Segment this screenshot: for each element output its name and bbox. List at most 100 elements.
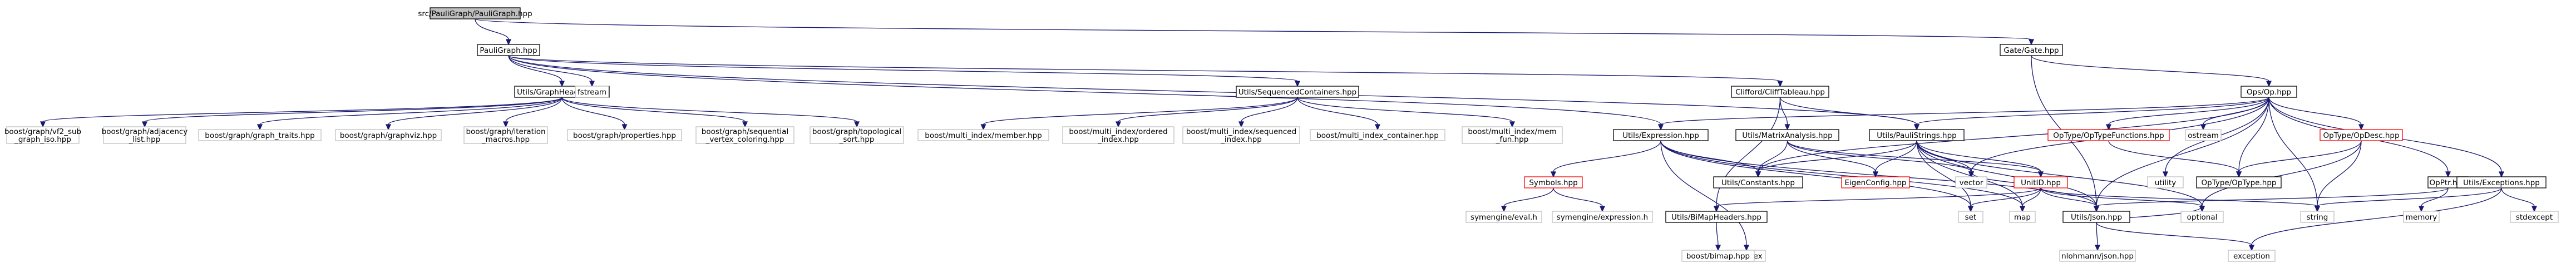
node-label: _graph_iso.hpp <box>14 135 71 144</box>
node-miseq[interactable]: boost/multi_index/sequenced_index.hpp <box>1182 126 1300 144</box>
node-matrix[interactable]: Utils/MatrixAnalysis.hpp <box>1735 129 1839 141</box>
node-symeval[interactable]: symengine/eval.h <box>1465 211 1542 223</box>
node-vector[interactable]: vector <box>1955 176 1987 188</box>
node-ostream[interactable]: ostream <box>2185 129 2222 141</box>
edge-unitid-to-map <box>2019 187 2041 212</box>
edge-graphheaders-to-vf2 <box>40 97 562 128</box>
edge-opop-to-json <box>2093 97 2269 212</box>
node-memory[interactable]: memory <box>2403 211 2440 223</box>
edge-opop-to-optypefn <box>2105 97 2269 131</box>
node-box <box>917 129 1049 141</box>
node-mimember[interactable]: boost/multi_index/member.hpp <box>917 129 1049 141</box>
node-constants[interactable]: Utils/Constants.hpp <box>1713 176 1803 188</box>
node-label: UnitID.hpp <box>2021 178 2061 187</box>
edge-json-to-nlohmann <box>2094 222 2101 251</box>
node-set[interactable]: set <box>1958 211 1983 223</box>
node-expression[interactable]: Utils/Expression.hpp <box>1613 129 1709 141</box>
node-vf2[interactable]: boost/graph/vf2_sub_graph_iso.hpp <box>4 126 81 144</box>
node-symbols[interactable]: Symbols.hpp <box>1524 176 1583 188</box>
edge-gate-to-opop <box>2031 55 2272 87</box>
node-seqvc[interactable]: boost/graph/sequential_vertex_coloring.h… <box>695 126 794 144</box>
node-box <box>1552 211 1653 223</box>
node-exceptions[interactable]: Utils/Exceptions.hpp <box>2456 176 2547 188</box>
node-pauli[interactable]: Utils/PauliStrings.hpp <box>1869 129 1965 141</box>
node-utility[interactable]: utility <box>2147 176 2184 188</box>
node-label: _index.hpp <box>1220 135 1262 144</box>
edge-unitid-to-set <box>1967 187 2041 212</box>
node-box <box>1062 126 1175 144</box>
node-adjlist[interactable]: boost/graph/adjacency_list.hpp <box>102 126 188 144</box>
node-label: nlohmann/json.hpp <box>2061 252 2134 261</box>
node-json[interactable]: Utils/Json.hpp <box>2062 211 2130 223</box>
node-box <box>2059 250 2136 262</box>
node-box <box>1613 129 1709 141</box>
node-fstream[interactable]: fstream <box>575 86 609 98</box>
node-label: Clifford/CliffTableau.hpp <box>1735 88 1825 97</box>
node-optional[interactable]: optional <box>2180 211 2224 223</box>
node-label: memory <box>2406 213 2437 222</box>
node-box <box>1713 176 1803 188</box>
node-label: Utils/Expression.hpp <box>1622 131 1699 140</box>
node-box <box>695 126 794 144</box>
node-string[interactable]: string <box>2300 211 2335 223</box>
edge-opop-to-pauli <box>1913 97 2269 131</box>
node-pauligraph[interactable]: PauliGraph.hpp <box>477 44 540 56</box>
edge-json-to-exception <box>2096 222 2255 251</box>
node-label: _list.hpp <box>129 135 161 144</box>
node-symexpr[interactable]: symengine/expression.h <box>1552 211 1653 223</box>
node-micont[interactable]: boost/multi_index_container.hpp <box>1310 129 1445 141</box>
node-optypefn[interactable]: OpType/OpTypeFunctions.hpp <box>2047 129 2170 141</box>
edge-symbols-to-symexpr <box>1553 187 1606 212</box>
node-label: _vertex_coloring.hpp <box>705 135 784 144</box>
node-box <box>2047 129 2170 141</box>
edge-root-to-gate <box>475 18 2035 46</box>
edge-opdesc-to-string <box>2314 140 2362 212</box>
edge-graphheaders-to-seqvc <box>561 97 748 128</box>
node-opdesc[interactable]: OpType/OpDesc.hpp <box>2320 129 2403 141</box>
node-label: _sort.hpp <box>839 135 875 144</box>
edge-pauligraph-to-fstream <box>508 55 595 87</box>
node-box <box>2320 129 2403 141</box>
node-root[interactable]: src/PauliGraph/PauliGraph.hpp <box>418 7 532 19</box>
node-nlohmann[interactable]: nlohmann/json.hpp <box>2059 250 2136 262</box>
node-unitid[interactable]: UnitID.hpp <box>2014 176 2068 188</box>
nodes-layer: src/PauliGraph/PauliGraph.hppPauliGraph.… <box>4 7 2559 262</box>
node-label: utility <box>2155 178 2176 187</box>
node-label: boost/graph/properties.hpp <box>573 131 676 140</box>
edge-graphheaders-to-gtraits <box>256 97 562 131</box>
edge-pauligraph-to-cliff <box>508 55 1783 87</box>
edge-exceptions-to-stdexcept <box>2501 187 2538 212</box>
node-cliff[interactable]: Clifford/CliffTableau.hpp <box>1731 86 1829 98</box>
node-label: OpType/OpType.hpp <box>2202 178 2277 187</box>
node-label: symengine/eval.h <box>1470 213 1537 222</box>
node-opop[interactable]: Ops/Op.hpp <box>2241 86 2297 98</box>
node-map[interactable]: map <box>2009 211 2036 223</box>
node-box <box>2403 211 2440 223</box>
node-label: set <box>1965 213 1977 222</box>
node-topo[interactable]: boost/graph/topological_sort.hpp <box>810 126 904 144</box>
node-box <box>1681 250 1755 262</box>
node-boostbimap[interactable]: boost/bimap.hpp <box>1681 250 1755 262</box>
node-label: boost/graph/adjacency <box>102 127 188 136</box>
edge-unitid-to-optional <box>2040 187 2205 212</box>
node-seqcont[interactable]: Utils/SequencedContainers.hpp <box>1236 86 1359 98</box>
node-box <box>567 129 682 141</box>
node-gviz[interactable]: boost/graph/graphviz.hpp <box>335 129 442 141</box>
node-iterm[interactable]: boost/graph/iteration_macros.hpp <box>463 126 548 144</box>
node-mimemfun[interactable]: boost/multi_index/mem_fun.hpp <box>1462 126 1563 144</box>
node-label: exception <box>2233 252 2270 261</box>
node-optype[interactable]: OpType/OpType.hpp <box>2196 176 2282 188</box>
node-gate[interactable]: Gate/Gate.hpp <box>2000 44 2063 56</box>
node-bimap[interactable]: Utils/BiMapHeaders.hpp <box>1665 211 1768 223</box>
node-gprops[interactable]: boost/graph/properties.hpp <box>567 129 682 141</box>
edge-exceptions-to-string <box>2314 187 2502 212</box>
node-label: boost/graph/topological <box>812 127 901 136</box>
edge-seqcont-to-miseq <box>1238 97 1298 128</box>
node-exception[interactable]: exception <box>2228 250 2276 262</box>
node-eigen[interactable]: EigenConfig.hpp <box>1841 176 1910 188</box>
node-label: Ops/Op.hpp <box>2247 88 2291 97</box>
node-stdexcept[interactable]: stdexcept <box>2510 211 2559 223</box>
node-box <box>2510 211 2559 223</box>
node-miordered[interactable]: boost/multi_index/ordered_index.hpp <box>1062 126 1175 144</box>
node-gtraits[interactable]: boost/graph/graph_traits.hpp <box>198 129 322 141</box>
